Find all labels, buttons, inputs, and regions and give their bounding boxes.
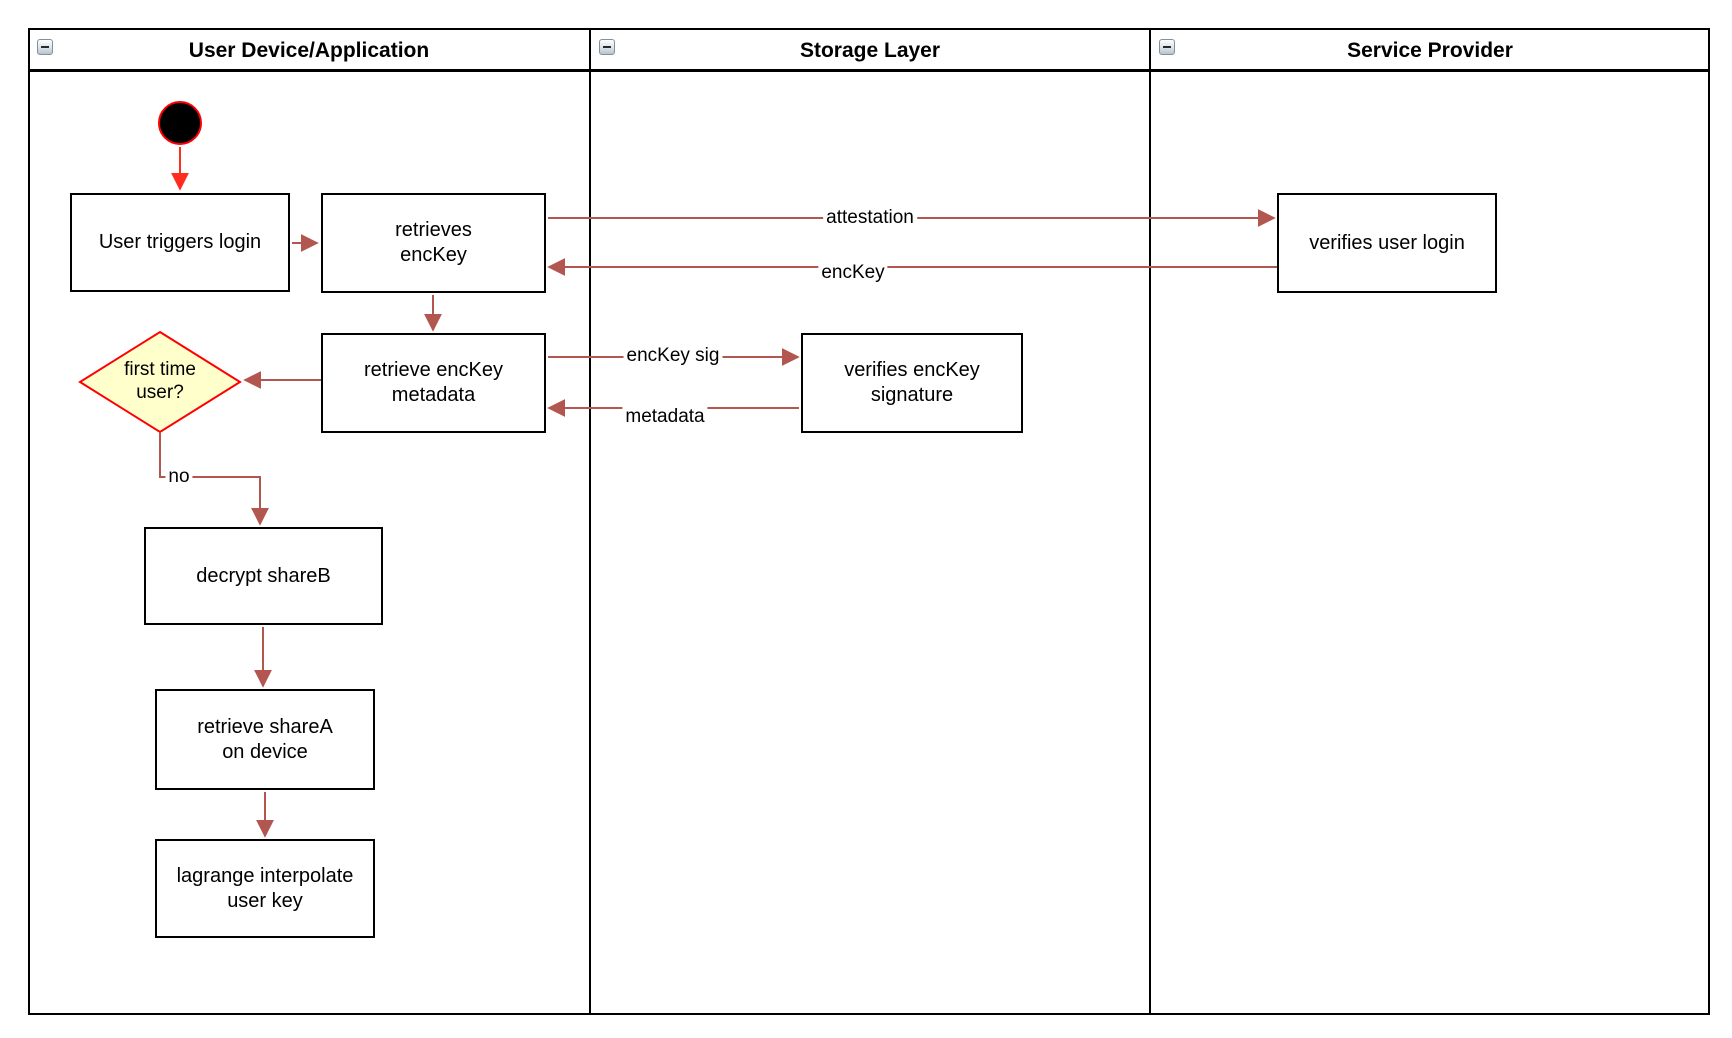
lane-header-underline [28,69,1710,72]
node-retrieve-enckey-metadata[interactable]: retrieve encKey metadata [321,333,546,433]
node-verifies-user-login[interactable]: verifies user login [1277,193,1497,293]
lane-header-storage-layer[interactable]: Storage Layer [799,39,941,62]
edge-label-enckey: encKey [818,262,888,284]
decision-label: first time user? [124,359,196,403]
node-retrieve-sharea[interactable]: retrieve shareA on device [155,689,375,790]
edge-label-attestation: attestation [823,207,917,229]
edge-label-no: no [165,466,193,488]
node-label: decrypt shareB [196,564,331,587]
minus-icon [41,46,49,48]
node-decrypt-shareb[interactable]: decrypt shareB [144,527,383,625]
edge-decision-no-to-decrypt-shareb [159,433,269,526]
node-label: User triggers login [98,231,262,253]
collapse-lane-icon[interactable] [599,39,615,55]
lane-divider-2 [1149,28,1151,1015]
minus-icon [1163,46,1171,48]
lane-header-user-device[interactable]: User Device/Application [188,39,430,62]
lane-divider-1 [589,28,591,1015]
node-label: verifies user login [1309,231,1465,254]
decision-first-time-user[interactable] [78,330,242,434]
node-verifies-enckey-signature[interactable]: verifies encKey signature [801,333,1023,433]
collapse-lane-icon[interactable] [1159,39,1175,55]
node-label: lagrange interpolate user key [176,864,354,912]
edge-label-enckey-sig: encKey sig [623,345,723,367]
start-node[interactable] [158,101,202,145]
node-label: retrieves encKey [395,219,472,266]
node-label: retrieve shareA on device [197,715,333,763]
node-user-triggers-login[interactable]: User triggers login [70,193,290,292]
edge-label-metadata: metadata [622,406,708,428]
minus-icon [603,46,611,48]
node-lagrange-interpolate[interactable]: lagrange interpolate user key [155,839,375,938]
node-retrieves-enckey[interactable]: retrieves encKey [321,193,546,293]
collapse-lane-icon[interactable] [37,39,53,55]
node-label: retrieve encKey metadata [364,359,503,406]
lane-header-service-provider[interactable]: Service Provider [1347,39,1513,62]
node-label: verifies encKey signature [844,359,980,406]
